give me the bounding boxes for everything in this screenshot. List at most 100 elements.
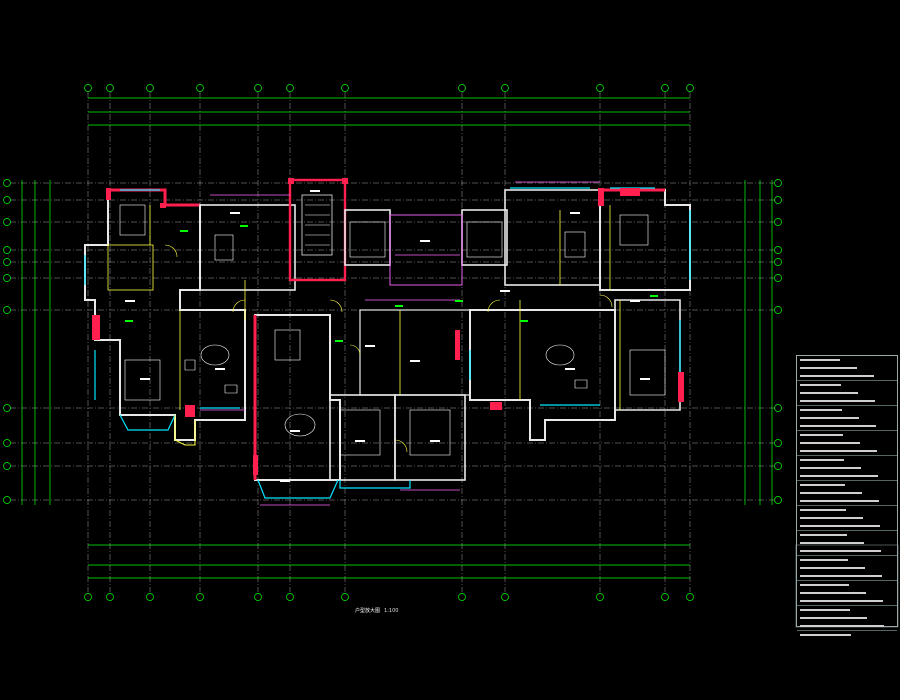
room-label-mark (290, 430, 300, 432)
note-row (797, 531, 897, 539)
note-text-mark (800, 542, 864, 544)
building-walls (84, 178, 691, 506)
grid-axis-bubble (254, 593, 262, 601)
grid-axis-bubble (774, 196, 782, 204)
grid-axis-bubble (3, 196, 11, 204)
note-row (797, 589, 897, 597)
grid-axis-bubble (196, 593, 204, 601)
grid-axis-bubble (774, 246, 782, 254)
furniture-icons (119, 204, 666, 456)
grid-axis-bubble (3, 274, 11, 282)
room-label-mark (365, 345, 375, 347)
note-text-mark (800, 567, 865, 569)
grid-axis-bubble (106, 593, 114, 601)
note-row (797, 406, 897, 414)
note-text-mark (800, 442, 860, 444)
note-row (797, 547, 897, 556)
grid-axis-bubble (286, 593, 294, 601)
grid-axis-bubble (774, 218, 782, 226)
note-row (797, 372, 897, 381)
note-row (797, 631, 897, 639)
room-label-mark (280, 480, 290, 482)
note-text-mark (800, 384, 841, 386)
room-label-mark (565, 368, 575, 370)
note-row (797, 481, 897, 489)
note-text-mark (800, 475, 878, 477)
grid-axis-bubble (3, 439, 11, 447)
grid-axis-bubble (341, 593, 349, 601)
room-annotations (125, 190, 658, 482)
note-row (797, 572, 897, 581)
note-text-mark (800, 484, 845, 486)
note-text-mark (800, 367, 857, 369)
note-row (797, 381, 897, 389)
note-text-mark (800, 559, 848, 561)
grid-axis-bubble (3, 306, 11, 314)
grid-axis-bubble (686, 84, 694, 92)
note-text-mark (800, 617, 867, 619)
grid-axis-bubble (501, 84, 509, 92)
room-label-mark (125, 300, 135, 302)
room-label-mark (500, 290, 510, 292)
annotation-mark (650, 295, 658, 297)
note-row (797, 539, 897, 547)
annotation-mark (180, 230, 188, 232)
note-text-mark (800, 550, 881, 552)
note-text-mark (800, 534, 847, 536)
grid-axis-bubble (661, 84, 669, 92)
note-text-mark (800, 425, 876, 427)
top-dimension-lines (88, 97, 690, 126)
note-row (797, 397, 897, 406)
note-text-mark (800, 592, 866, 594)
room-label-mark (230, 212, 240, 214)
note-row (797, 439, 897, 447)
grid-axis-bubble (3, 496, 11, 504)
note-row (797, 514, 897, 522)
grid-axis-bubble (254, 84, 262, 92)
room-label-mark (355, 440, 365, 442)
vertical-grid-axes (87, 92, 691, 592)
note-text-mark (800, 584, 849, 586)
grid-axis-bubble (106, 84, 114, 92)
note-text-mark (800, 459, 844, 461)
annotation-mark (125, 320, 133, 322)
note-text-mark (800, 400, 875, 402)
annotation-mark (395, 305, 403, 307)
room-label-mark (640, 378, 650, 380)
grid-axis-bubble (661, 593, 669, 601)
note-row (797, 622, 897, 631)
annotation-mark (520, 320, 528, 322)
grid-axis-bubble (146, 84, 154, 92)
grid-axis-bubble (774, 404, 782, 412)
room-label-mark (630, 300, 640, 302)
note-row (797, 489, 897, 497)
room-label-mark (420, 240, 430, 242)
note-row (797, 472, 897, 481)
grid-axis-bubble (501, 593, 509, 601)
grid-axis-bubble (3, 179, 11, 187)
annotation-mark (455, 300, 463, 302)
note-text-mark (800, 525, 880, 527)
note-row (797, 497, 897, 506)
grid-axis-bubble (774, 258, 782, 266)
note-text-mark (800, 359, 840, 361)
note-text-mark (800, 492, 862, 494)
grid-axis-bubble (3, 404, 11, 412)
bottom-dimension-lines (88, 544, 690, 579)
note-row (797, 356, 897, 364)
room-label-mark (410, 360, 420, 362)
note-row (797, 597, 897, 606)
grid-axis-bubble (596, 84, 604, 92)
room-label-mark (430, 440, 440, 442)
note-text-mark (800, 500, 879, 502)
note-text-mark (800, 634, 851, 636)
note-row (797, 422, 897, 431)
grid-axis-bubble (341, 84, 349, 92)
drawing-scale: 1:100 (384, 608, 399, 614)
grid-axis-bubble (3, 258, 11, 266)
grid-axis-bubbles (3, 84, 782, 601)
grid-axis-bubble (458, 593, 466, 601)
grid-axis-bubble (3, 246, 11, 254)
